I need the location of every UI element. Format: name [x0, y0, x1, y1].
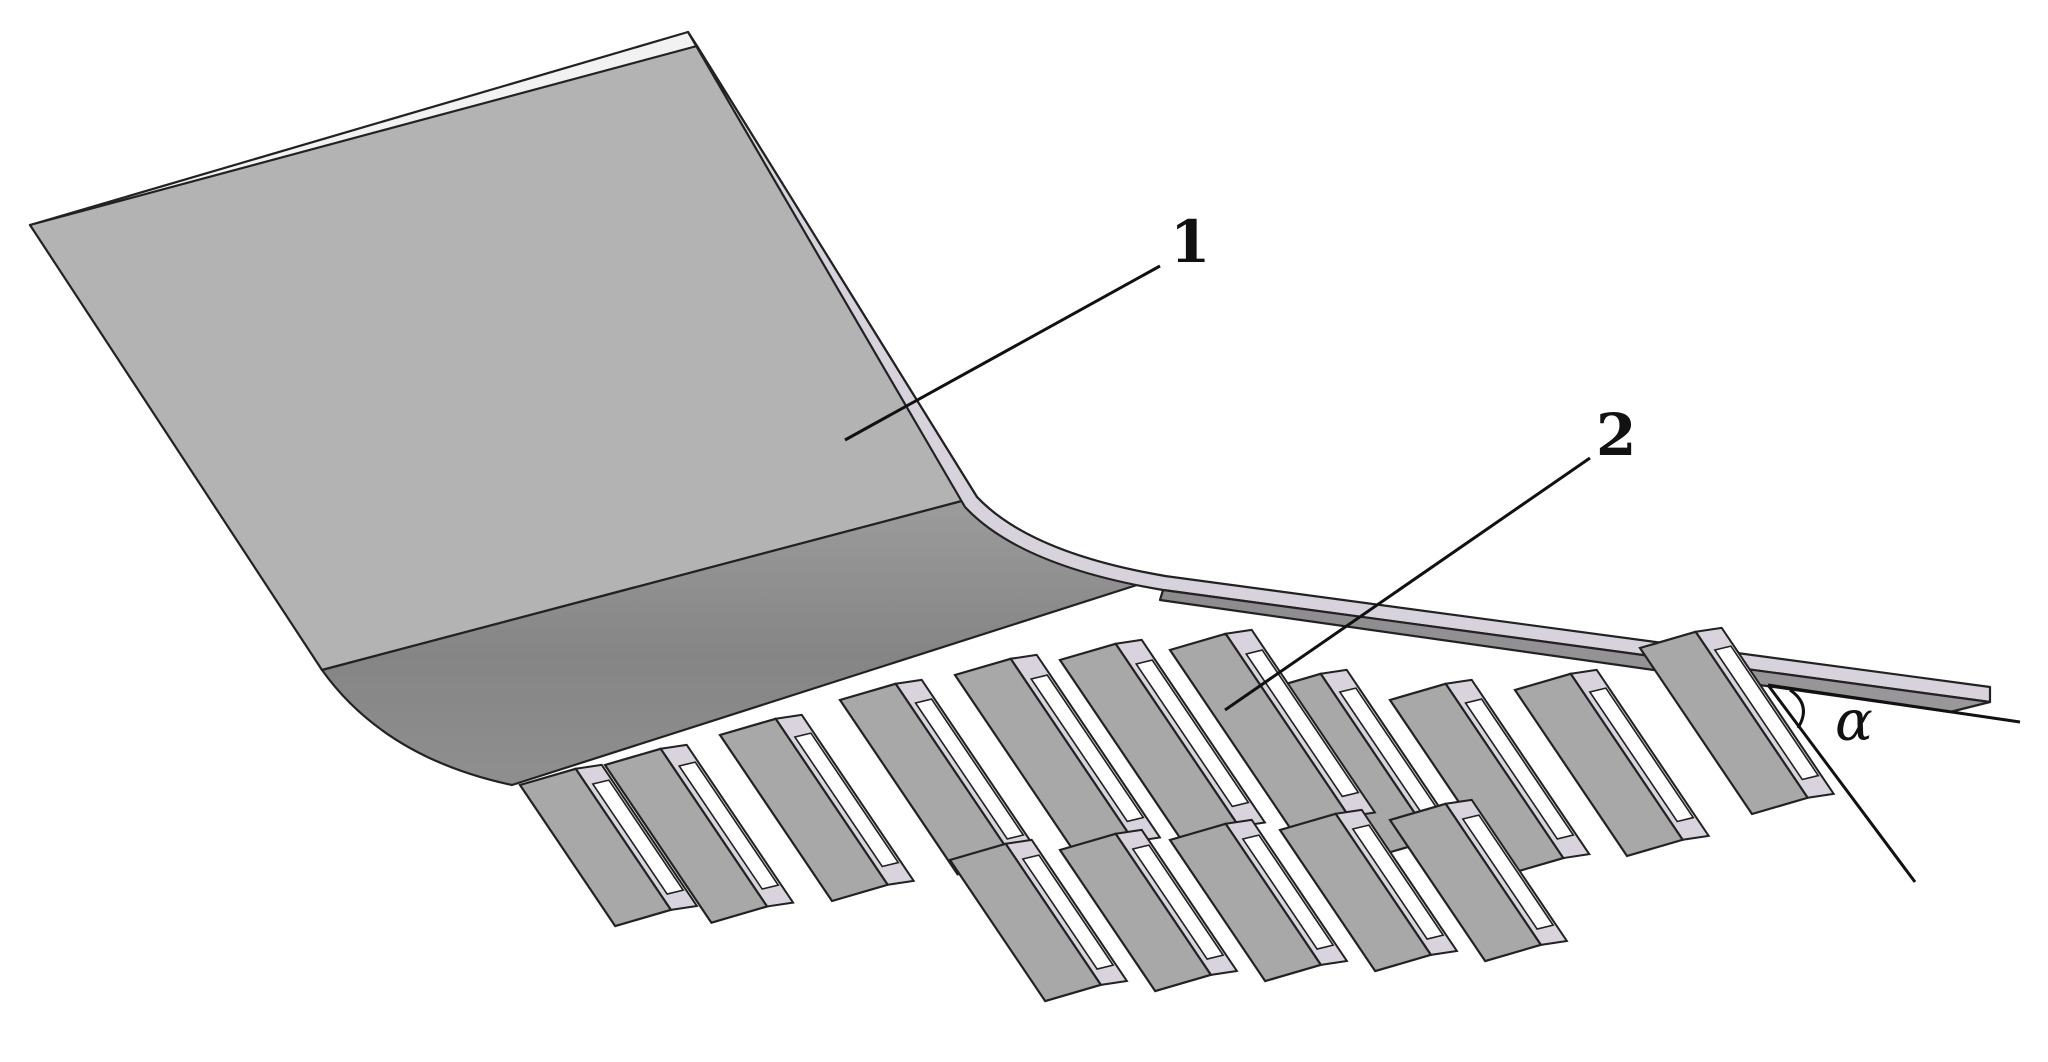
rib-front-face — [718, 717, 890, 903]
rib — [1278, 808, 1459, 973]
label-2: 2 — [1596, 401, 1636, 469]
rib-front-face — [603, 747, 769, 924]
rib — [1388, 678, 1591, 876]
rib-window — [1713, 645, 1820, 781]
rib — [953, 653, 1162, 859]
rib-window — [1244, 649, 1360, 798]
angle-rib-line — [1766, 684, 1917, 883]
rib — [603, 743, 795, 924]
rib — [1058, 828, 1239, 993]
rib-front-face — [1388, 802, 1543, 963]
rib — [1168, 628, 1377, 834]
leader-line-2 — [1224, 456, 1591, 712]
label-alpha: α — [1835, 689, 1873, 754]
rib — [838, 678, 1041, 876]
rib-front-face — [948, 842, 1103, 1003]
rib-window — [793, 732, 900, 868]
plate-side-edge — [686, 30, 1992, 704]
rib-window — [1241, 834, 1335, 950]
rib-window — [1464, 698, 1575, 840]
rib — [1058, 638, 1267, 844]
rib-front-face — [1638, 630, 1810, 816]
rib-window — [1134, 659, 1250, 808]
rib-window — [1461, 814, 1555, 930]
rib-front-face — [518, 767, 673, 928]
rib-window — [591, 779, 685, 895]
rib-window — [1029, 674, 1145, 823]
rib-window — [1588, 687, 1695, 823]
rib-window — [1131, 844, 1225, 960]
rib — [718, 713, 916, 903]
rib — [1388, 798, 1569, 963]
rib — [1638, 626, 1836, 816]
rib-grid — [518, 626, 1836, 1003]
rib-window — [914, 698, 1025, 840]
rib-window — [677, 761, 780, 890]
rib-window — [1351, 824, 1445, 940]
annotations: 1 2 α — [844, 208, 2021, 883]
leader-line-1 — [844, 264, 1161, 442]
rib — [1168, 818, 1349, 983]
angle-ref-line — [1767, 683, 2021, 724]
rib-front-face — [1278, 812, 1433, 973]
rib-front-face — [1058, 832, 1213, 993]
rib — [1513, 668, 1711, 858]
rib-window — [1021, 854, 1115, 970]
rib — [948, 838, 1129, 1003]
rib-front-face — [1513, 672, 1685, 858]
curved-plate — [28, 30, 1992, 787]
angle-arc — [1789, 688, 1805, 729]
rib-front-face — [1168, 822, 1323, 983]
rib — [518, 763, 699, 928]
label-1: 1 — [1170, 208, 1210, 276]
